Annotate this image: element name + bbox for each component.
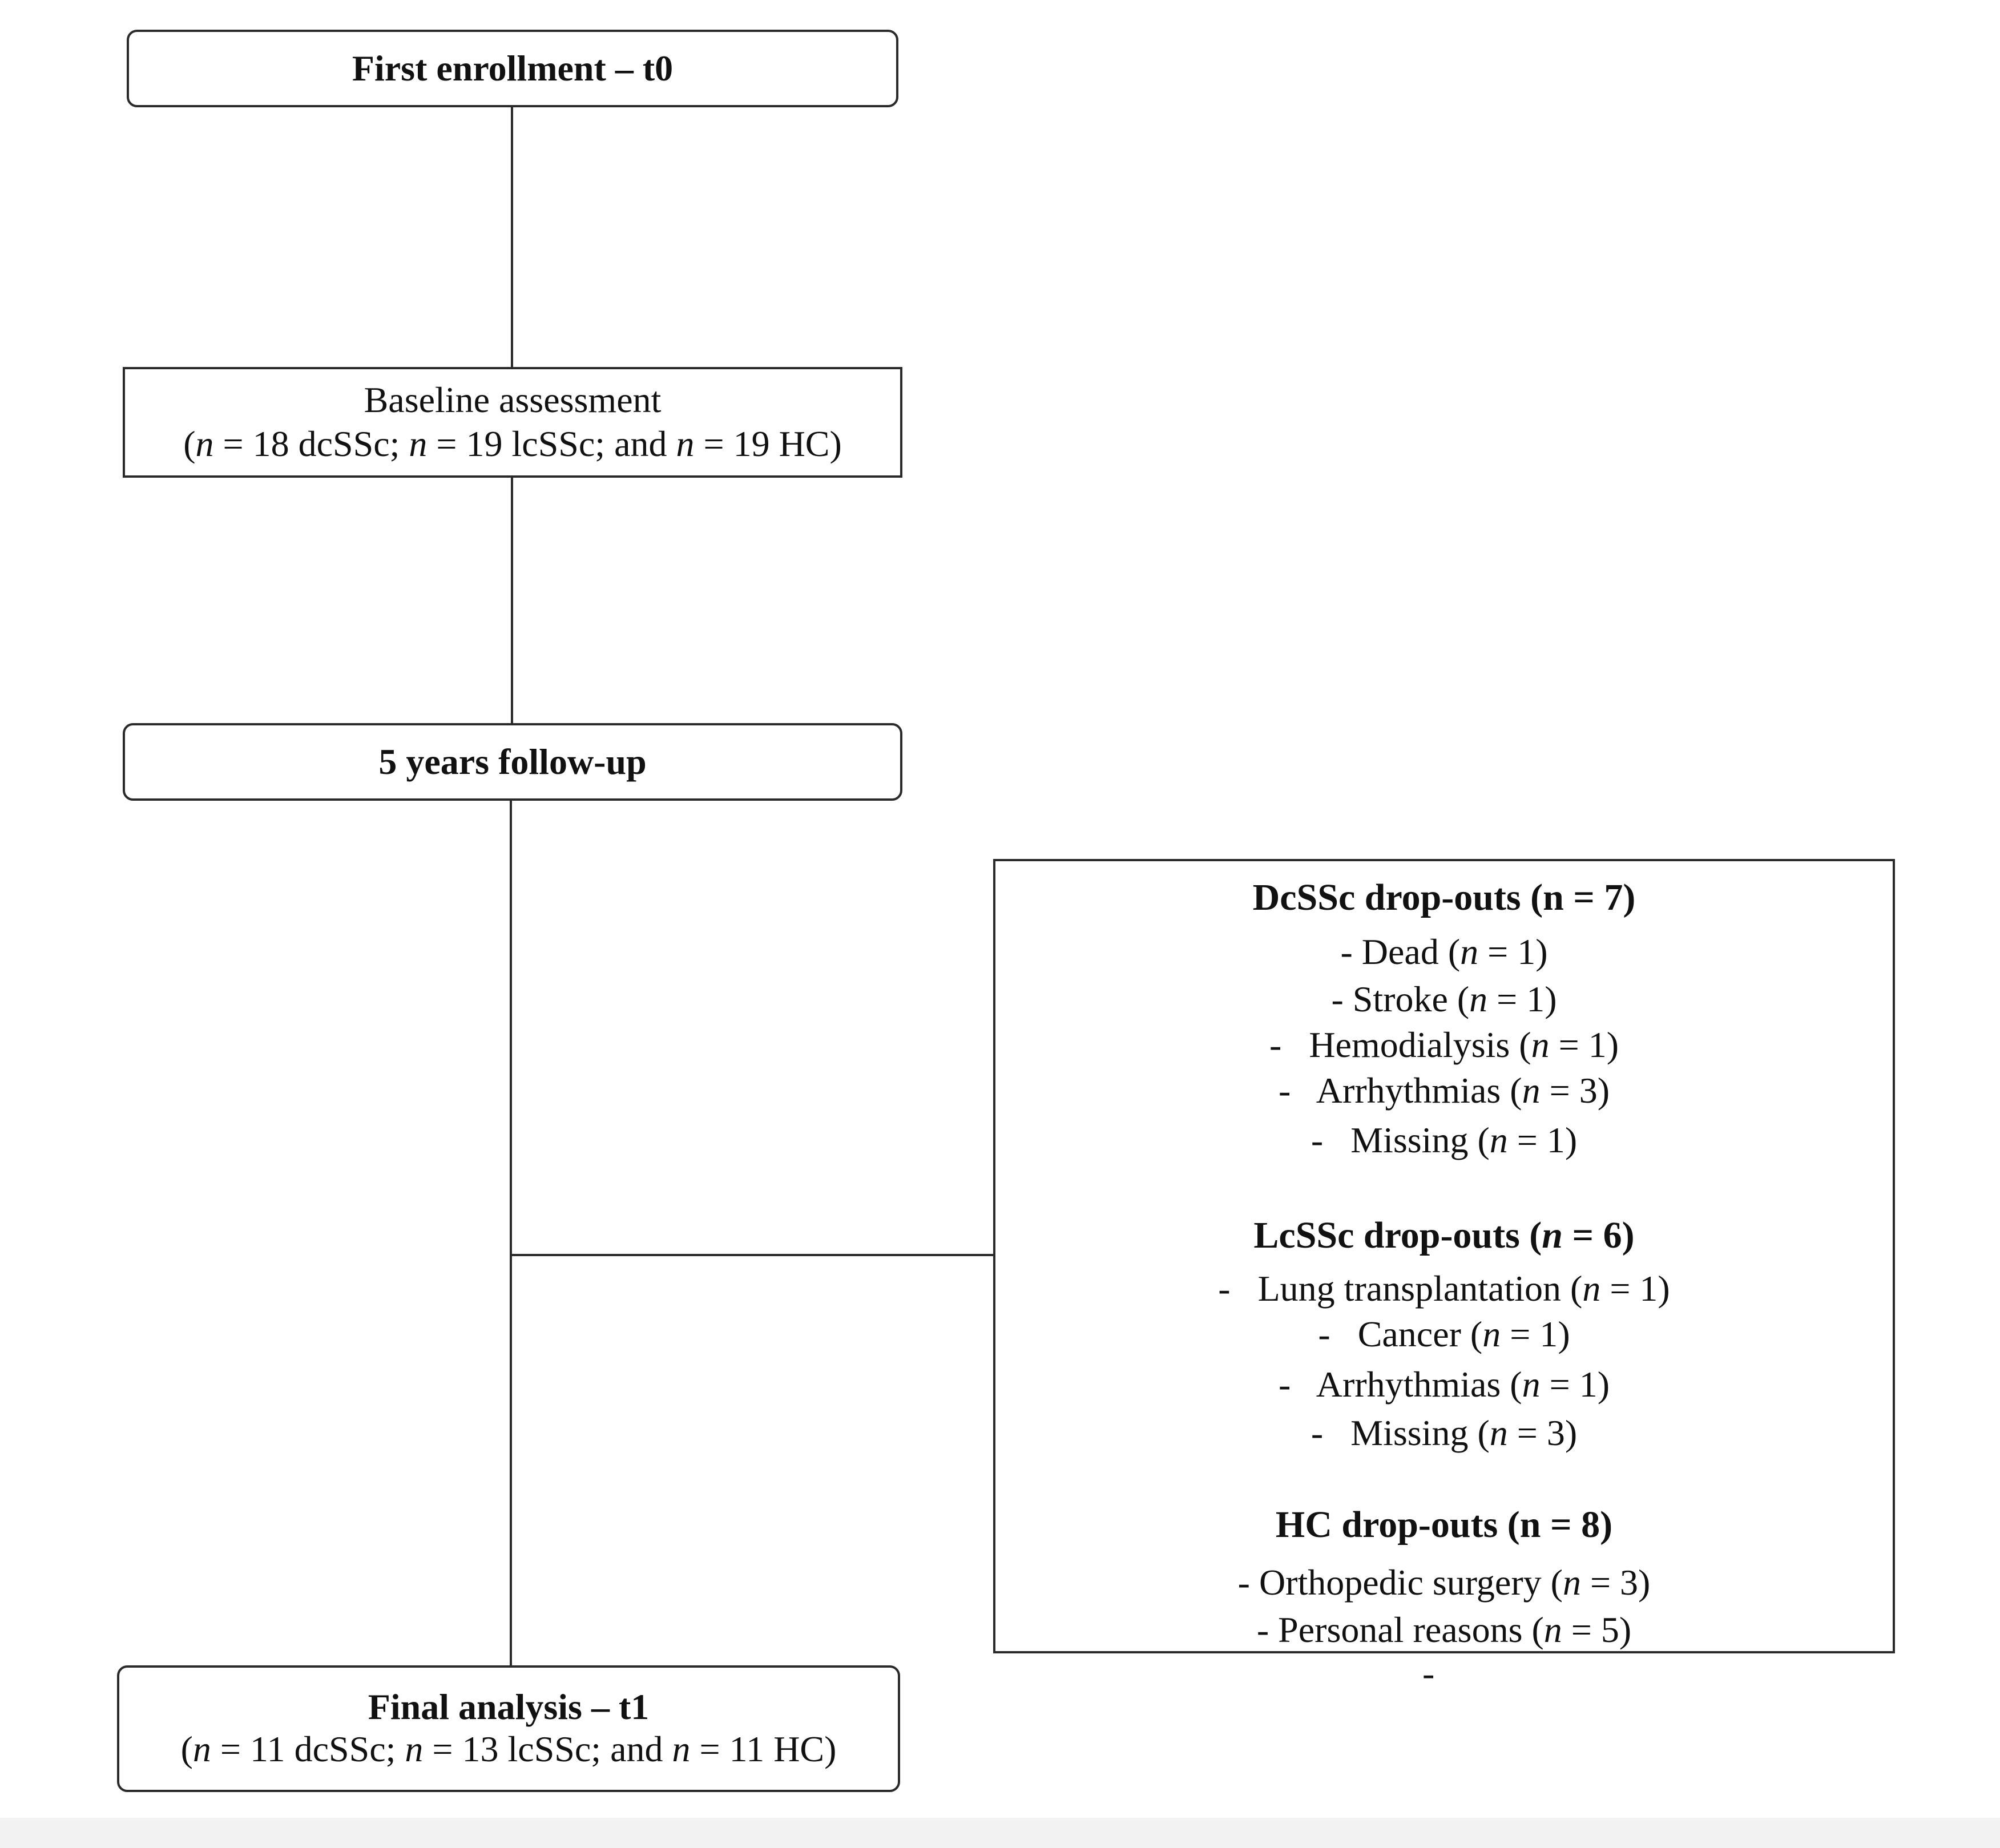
dcssc-dropout-item: - Stroke (n = 1) [1331,979,1557,1019]
first-enrollment-title: First enrollment – t0 [352,48,674,89]
final-analysis-box: Final analysis – t1 (n = 11 dcSSc; n = 1… [117,1665,900,1792]
connector-baseline-to-followup [511,475,513,727]
hc-dropout-item: - Personal reasons (n = 5) [1256,1609,1632,1650]
first-enrollment-box: First enrollment – t0 [127,30,898,107]
lcssc-dropout-item: - Missing (n = 3) [1311,1413,1578,1453]
lcssc-dropout-item: - Cancer (n = 1) [1318,1314,1570,1354]
dcssc-dropout-item: - Hemodialysis (n = 1) [1269,1024,1619,1065]
lcssc-dropout-item: - Lung transplantation (n = 1) [1218,1268,1670,1309]
follow-up-title: 5 years follow-up [378,741,647,782]
baseline-assessment-title: Baseline assessment [364,380,662,421]
connector-followup-to-final [510,798,512,1669]
baseline-assessment-box: Baseline assessment (n = 18 dcSSc; n = 1… [123,367,902,478]
follow-up-box: 5 years follow-up [123,723,902,801]
trailing-dash: - [1422,1653,1435,1693]
bottom-strip [0,1818,2000,1848]
dcssc-dropout-item: - Missing (n = 1) [1311,1120,1578,1160]
connector-enrollment-to-baseline [511,106,513,368]
dropouts-box: DcSSc drop-outs (n = 7) - Dead (n = 1) -… [993,859,1895,1653]
connector-to-dropouts [510,1254,994,1256]
hc-dropout-item: - Orthopedic surgery (n = 3) [1237,1562,1651,1603]
final-analysis-detail: (n = 11 dcSSc; n = 13 lcSSc; and n = 11 … [180,1729,837,1770]
dcssc-dropouts-title: DcSSc drop-outs (n = 7) [1252,877,1636,918]
dcssc-dropout-item: - Arrhythmias (n = 3) [1279,1070,1610,1111]
lcssc-dropouts-title: LcSSc drop-outs (n = 6) [1253,1214,1635,1256]
final-analysis-title: Final analysis – t1 [368,1686,650,1727]
lcssc-dropout-item: - Arrhythmias (n = 1) [1279,1364,1610,1405]
baseline-assessment-detail: (n = 18 dcSSc; n = 19 lcSSc; and n = 19 … [183,423,842,464]
hc-dropouts-title: HC drop-outs (n = 8) [1275,1504,1613,1546]
dcssc-dropout-item: - Dead (n = 1) [1340,931,1548,972]
